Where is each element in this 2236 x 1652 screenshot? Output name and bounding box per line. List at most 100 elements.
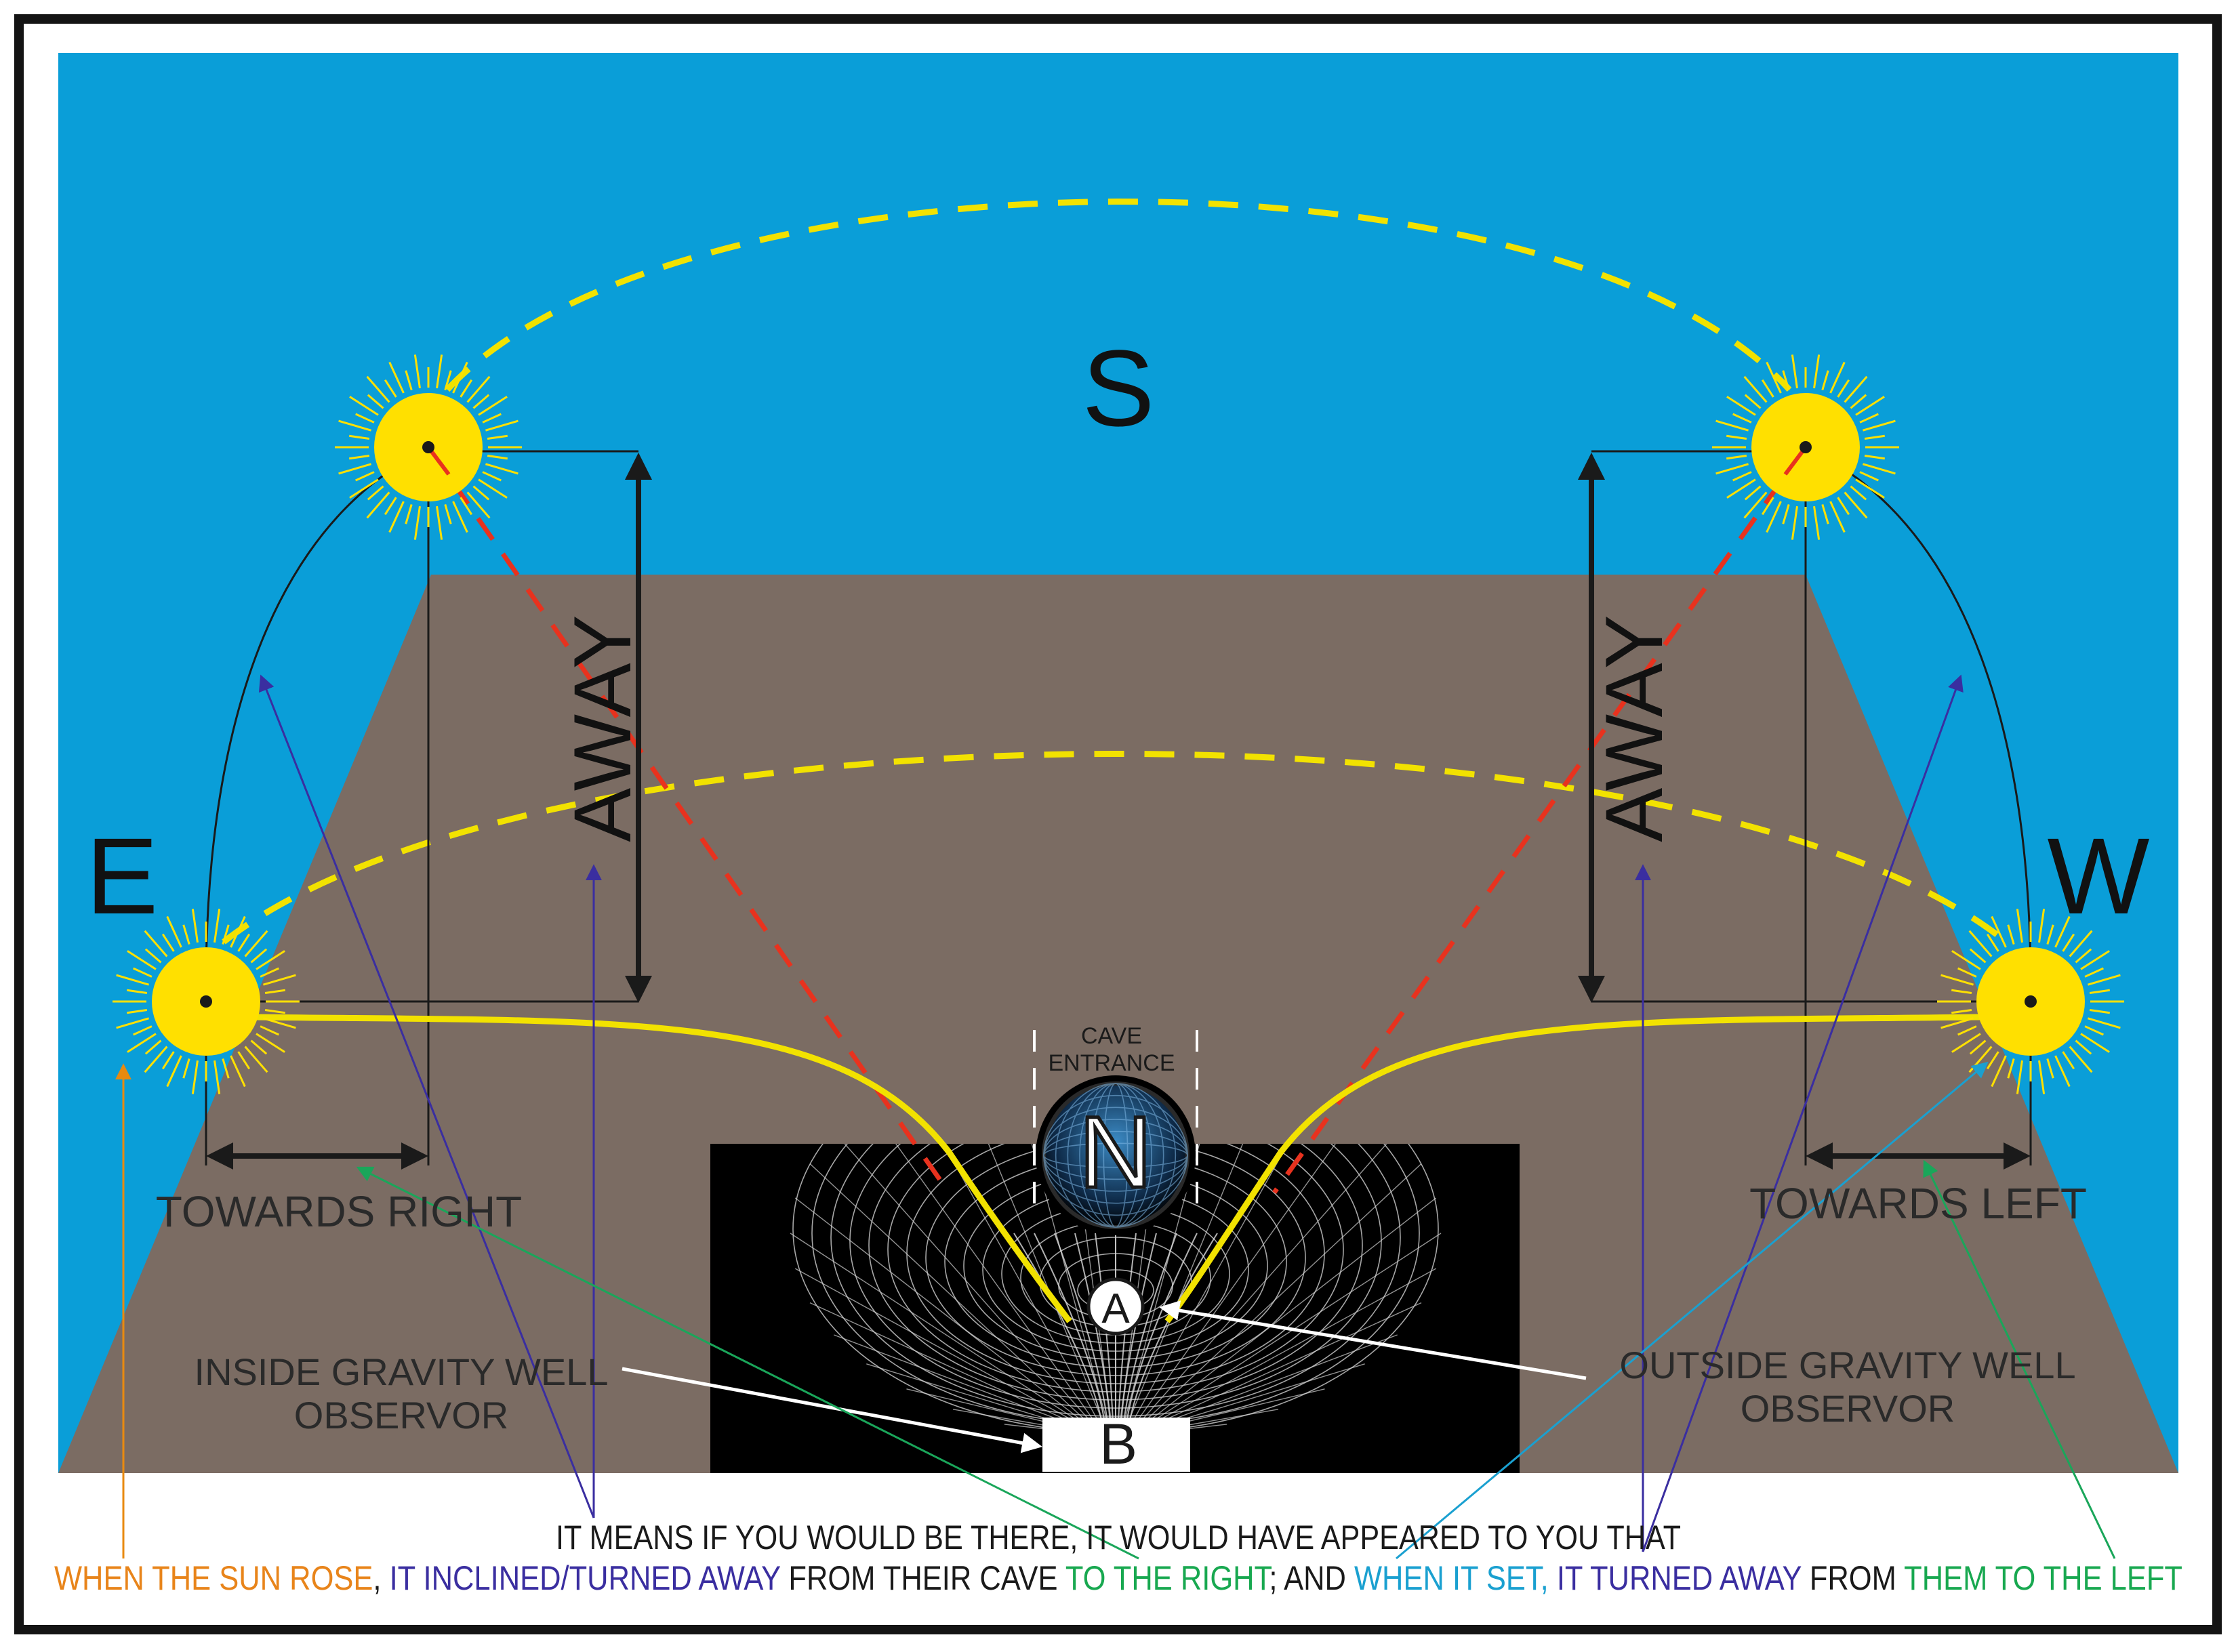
sun-ray bbox=[127, 1033, 157, 1053]
direction-south: S bbox=[1082, 327, 1155, 449]
outside-observer-label-1: OUTSIDE GRAVITY WELL bbox=[1619, 1344, 2075, 1386]
sun-ray bbox=[214, 1060, 221, 1094]
sun-ray bbox=[2038, 1060, 2046, 1094]
well-funnel-line bbox=[1034, 1233, 1105, 1424]
sun-ray bbox=[466, 375, 491, 403]
sun-ray bbox=[182, 924, 190, 945]
sun-ray bbox=[460, 379, 473, 398]
sun-ray bbox=[1813, 354, 1821, 389]
sun-ray bbox=[1863, 463, 1896, 475]
sun-path-sky-arc bbox=[445, 199, 1792, 392]
sun-ray bbox=[1761, 379, 1774, 398]
inside-observer-label-1: INSIDE GRAVITY WELL bbox=[195, 1350, 609, 1393]
sun-ray bbox=[244, 930, 268, 957]
sun-ray bbox=[1726, 478, 1756, 499]
sun-ray bbox=[478, 396, 508, 416]
sun-ray bbox=[366, 491, 390, 519]
sun-ray bbox=[1732, 471, 1752, 482]
well-funnel-line bbox=[1054, 1233, 1108, 1424]
well-grid-spoke bbox=[895, 1144, 1106, 1437]
sun-ray bbox=[444, 504, 452, 524]
sun-ray bbox=[388, 361, 405, 394]
sun-ray bbox=[444, 370, 452, 390]
sun-center-dot bbox=[422, 441, 434, 453]
away-label-left: AWAY bbox=[557, 615, 648, 842]
sun-ray bbox=[2089, 989, 2111, 994]
direction-east: E bbox=[86, 815, 159, 936]
sun-ray bbox=[355, 471, 375, 482]
well-grid-spoke bbox=[1128, 1302, 1422, 1437]
sun-ray bbox=[2062, 933, 2075, 952]
sun-ray bbox=[222, 924, 230, 945]
well-grid-spoke bbox=[809, 1163, 1103, 1437]
sun-ray bbox=[405, 504, 413, 524]
outside-observer-label-2: OBSERVOR bbox=[1741, 1387, 1955, 1430]
sun-ray bbox=[1864, 455, 1886, 460]
sun-ray bbox=[384, 497, 397, 516]
sun-ray bbox=[1791, 354, 1798, 389]
sun-ray bbox=[1991, 915, 2007, 948]
arrow-inside-to-b bbox=[622, 1367, 1042, 1453]
cave-entrance-label-2: ENTRANCE bbox=[1048, 1050, 1175, 1076]
sun-ray bbox=[338, 463, 371, 475]
suns-layer bbox=[113, 354, 2124, 1094]
sun-ray bbox=[1863, 419, 1896, 432]
sun-ray bbox=[1969, 948, 1987, 964]
well-grid-spoke bbox=[844, 1144, 1105, 1437]
sun-ray bbox=[214, 909, 221, 943]
sun-ray bbox=[2075, 1039, 2092, 1055]
well-grid-spoke bbox=[1073, 1144, 1114, 1437]
sun-ray bbox=[161, 933, 175, 952]
caption-segment: , bbox=[373, 1559, 389, 1597]
sun-center-dot bbox=[1800, 441, 1812, 453]
sun-ray bbox=[144, 930, 168, 957]
sun-ray bbox=[1732, 413, 1752, 424]
sun-ray bbox=[264, 1009, 286, 1014]
well-grid-spoke bbox=[1125, 1144, 1337, 1437]
sun-ray bbox=[230, 1055, 246, 1088]
green-arrow-left bbox=[356, 1166, 1139, 1560]
sun-ray bbox=[144, 1046, 168, 1073]
sun-ray bbox=[388, 501, 405, 533]
sun-ray bbox=[191, 1060, 199, 1094]
sun-ray bbox=[1957, 967, 1977, 978]
sun-ray bbox=[1766, 501, 1782, 533]
sun-ray bbox=[348, 434, 370, 440]
sun-ray bbox=[166, 915, 182, 948]
sun-ray bbox=[349, 478, 379, 499]
sun-ray bbox=[1726, 434, 1747, 440]
sun-ray bbox=[1791, 505, 1798, 540]
sun-center-dot bbox=[2025, 995, 2037, 1008]
sun-ray bbox=[1837, 379, 1850, 398]
sun-ray bbox=[126, 1009, 148, 1014]
sun-ray bbox=[166, 1055, 182, 1088]
sun-ray bbox=[116, 1017, 149, 1029]
sun-ray bbox=[1744, 394, 1762, 409]
sun-ray bbox=[250, 948, 268, 964]
sun-ray bbox=[482, 413, 502, 424]
sun-ray bbox=[1844, 491, 1868, 519]
caption-segment: WHEN IT SET, bbox=[1354, 1559, 1557, 1597]
sun-ray bbox=[2069, 930, 2093, 957]
sun-ray bbox=[1850, 485, 1867, 501]
caption-segment: WHEN THE SUN ROSE bbox=[54, 1559, 373, 1597]
well-grid-spoke bbox=[794, 1197, 1103, 1437]
well-grid-spoke bbox=[790, 1233, 1103, 1437]
sun-ray bbox=[367, 485, 384, 501]
sun-ray bbox=[1951, 950, 1981, 970]
sun-ray bbox=[1726, 396, 1756, 416]
well-grid-spoke bbox=[988, 1144, 1110, 1437]
sun-ray bbox=[144, 948, 162, 964]
sun-icon bbox=[335, 354, 522, 540]
well-grid-spoke bbox=[1128, 1163, 1422, 1437]
caption-segment: THEM TO THE LEFT bbox=[1904, 1559, 2182, 1597]
sun-ray bbox=[1761, 497, 1774, 516]
sun-ray bbox=[1715, 419, 1749, 432]
sun-ray bbox=[161, 1051, 175, 1070]
sun-ray bbox=[133, 1025, 153, 1036]
direction-west: W bbox=[2047, 815, 2149, 936]
sun-ray bbox=[367, 394, 384, 409]
sun-ray bbox=[2046, 1058, 2054, 1079]
sun-ray bbox=[256, 1033, 285, 1053]
sun-ray bbox=[260, 967, 279, 978]
